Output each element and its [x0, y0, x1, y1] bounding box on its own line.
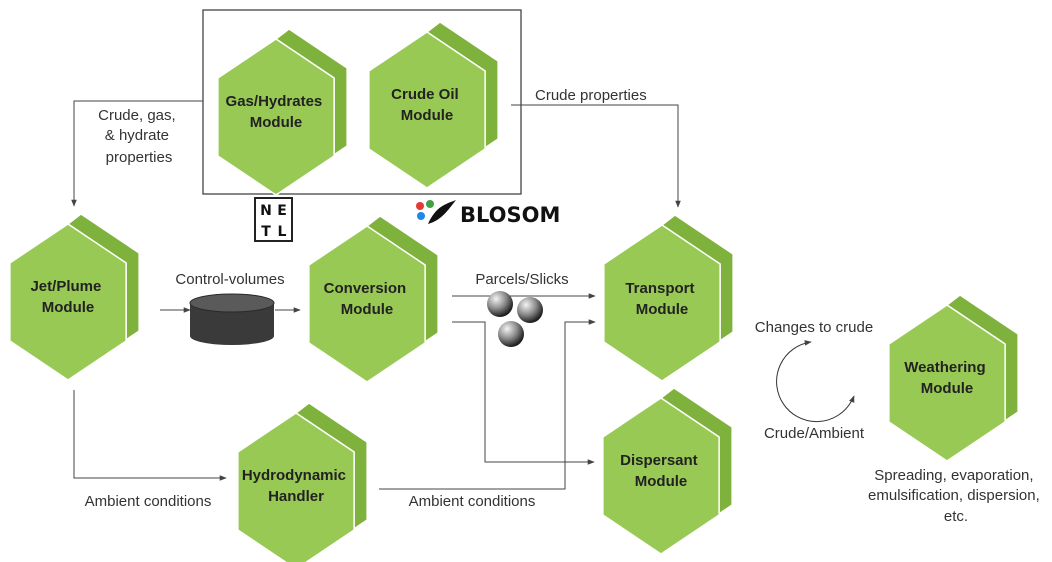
jet-plume-hex — [9, 213, 140, 381]
parcels-spheres-icon — [487, 291, 543, 347]
cycle-arrows-icon — [776, 340, 855, 423]
parcels-slicks-label: Parcels/Slicks — [475, 271, 568, 288]
crude-oil-hex-front — [368, 31, 486, 189]
blosom-logo: BLOSOM — [416, 200, 560, 227]
crude-properties-label: Crude properties — [535, 87, 647, 104]
arrow-crude-properties — [511, 104, 681, 208]
conversion-hex-front — [308, 225, 426, 383]
crude-gas-hydrate-label: Crude, gas, & hydrate properties — [98, 107, 180, 166]
dispersant-module-label: Dispersant Module — [620, 452, 702, 490]
weathering-hex-front — [888, 304, 1006, 462]
hydrodynamic-handler-label: Hydrodynamic Handler — [242, 467, 350, 505]
module-hexagons — [9, 21, 1019, 562]
connector-labels: Crude, gas, & hydrate properties Crude p… — [85, 87, 1044, 525]
svg-text:BLOSOM: BLOSOM — [460, 203, 560, 227]
changes-to-crude-label: Changes to crude — [755, 319, 873, 336]
arrow-jet-to-hydro — [73, 390, 227, 481]
gas-hydrates-hex-front — [217, 38, 335, 196]
hydrodynamic-handler-hex — [237, 402, 368, 562]
weathering-processes-label: Spreading, evaporation, emulsification, … — [868, 467, 1044, 525]
gas-hydrates-hex — [217, 28, 348, 196]
weathering-module-label: Weathering Module — [904, 359, 990, 397]
control-volumes-label: Control-volumes — [175, 271, 284, 288]
arrow-crude-gas-hydrate — [71, 100, 203, 207]
svg-text:E: E — [277, 203, 287, 219]
crude-oil-hex — [368, 21, 499, 189]
svg-text:N: N — [260, 203, 272, 219]
jet-plume-module-label: Jet/Plume Module — [30, 278, 105, 316]
gas-hydrates-module-label: Gas/Hydrates Module — [226, 93, 327, 131]
conversion-module-label: Conversion Module — [324, 280, 411, 318]
crude-oil-module-label: Crude Oil Module — [391, 86, 463, 124]
ambient-conditions-right-label: Ambient conditions — [409, 493, 536, 510]
dispersant-hex-front — [602, 397, 720, 555]
module-labels: Gas/Hydrates Module Crude Oil Module Jet… — [30, 86, 990, 505]
arrow-conversion-to-dispersant — [452, 321, 595, 465]
transport-module-label: Transport Module — [625, 280, 698, 318]
input-modules-box — [202, 9, 522, 195]
svg-text:L: L — [278, 224, 287, 240]
transport-hex-front — [603, 224, 721, 382]
arrow-hydro-to-transport — [379, 319, 596, 490]
dispersant-hex — [602, 387, 733, 555]
conversion-hex — [308, 215, 439, 383]
jet-plume-hex-front — [9, 223, 127, 381]
svg-text:T: T — [261, 224, 271, 240]
ambient-conditions-left-label: Ambient conditions — [85, 493, 212, 510]
transport-hex — [603, 214, 734, 382]
weathering-hex — [888, 294, 1019, 462]
database-cylinder-icon — [189, 293, 275, 345]
netl-logo: N E T L — [254, 197, 293, 242]
connectors — [71, 100, 681, 490]
hydrodynamic-handler-hex-front — [237, 412, 355, 562]
crude-ambient-label: Crude/Ambient — [764, 425, 865, 442]
